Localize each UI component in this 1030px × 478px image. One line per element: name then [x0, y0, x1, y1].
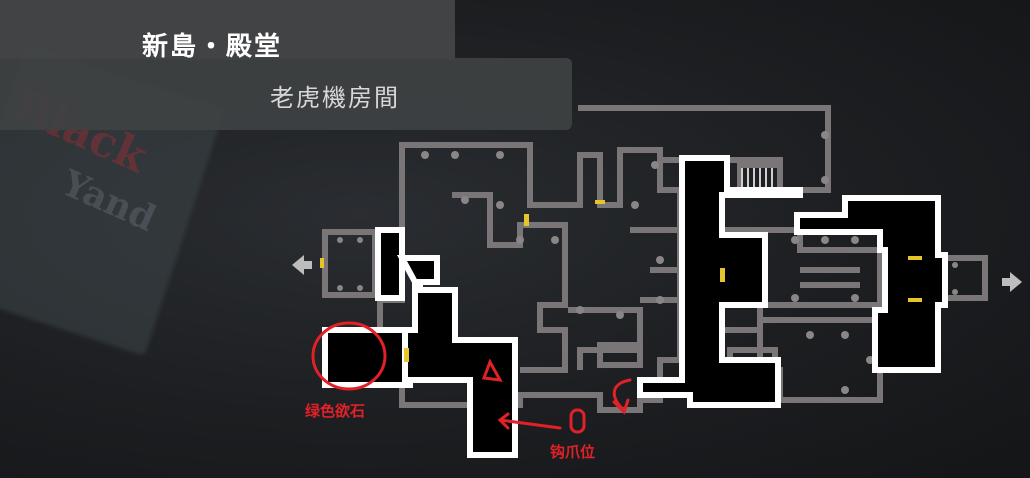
top-corridor — [578, 105, 831, 193]
arrow-right-icon — [1002, 272, 1022, 292]
right-gray-bars — [800, 267, 860, 288]
door-2 — [404, 348, 409, 362]
grapple-point-label: 钩爪位 — [550, 443, 596, 461]
door-7 — [908, 298, 922, 302]
door-1 — [320, 258, 324, 268]
inner-gray-lines — [630, 227, 680, 303]
door-4 — [595, 200, 605, 204]
triangle-marker-icon — [481, 358, 503, 382]
arrow-left-icon — [292, 255, 312, 275]
inner-gray-1 — [452, 192, 568, 373]
title-panel — [0, 0, 455, 60]
room-green-stone — [322, 327, 413, 388]
inner-gray-box — [597, 342, 643, 368]
doors — [320, 200, 922, 362]
grapple-arrow — [497, 412, 562, 430]
green-stone-label: 绿色欲石 — [305, 402, 366, 420]
area-title: 新島・殿堂 — [142, 32, 283, 62]
door-6 — [908, 256, 922, 260]
room-white-small — [375, 227, 405, 301]
grapple-point-marker — [569, 408, 586, 434]
pillars — [337, 131, 958, 394]
inner-gray-2 — [568, 307, 643, 370]
right-gray-exit — [940, 255, 988, 301]
door-5 — [720, 268, 725, 282]
room-white-main — [396, 255, 518, 458]
room-white-far-right — [794, 195, 948, 373]
green-stone-circle — [311, 321, 387, 391]
curved-arrow — [612, 378, 632, 415]
subtitle-panel — [0, 58, 572, 130]
room-left-gray — [322, 229, 378, 298]
room-title: 老虎機房間 — [270, 84, 400, 112]
door-3 — [524, 214, 529, 226]
red-annotations — [311, 321, 632, 434]
